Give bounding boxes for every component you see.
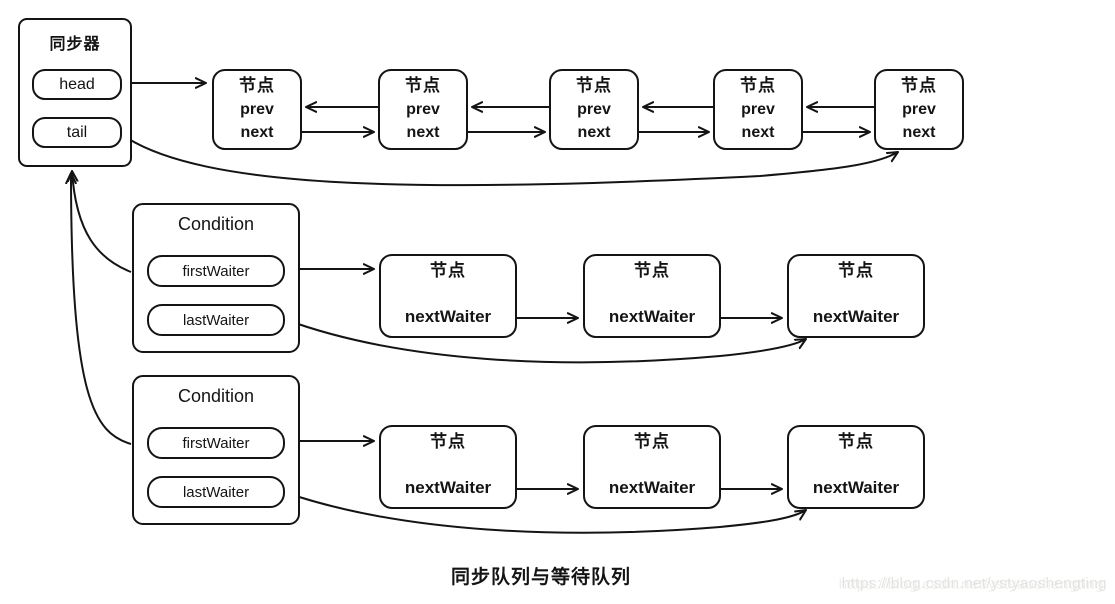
nextwaiter-field: nextWaiter bbox=[608, 307, 696, 326]
synchronizer-box: 同步器 head tail bbox=[18, 18, 132, 167]
next-field: next bbox=[577, 124, 611, 141]
prev-field: prev bbox=[577, 101, 611, 118]
synchronizer-title: 同步器 bbox=[49, 36, 101, 53]
wait-node-r1-2: 节点 nextWaiter bbox=[583, 254, 721, 338]
node-title: 节点 bbox=[634, 432, 670, 451]
next-field: next bbox=[240, 124, 274, 141]
watermark-url: https://blog.csdn.net/ystyaoshengting bbox=[841, 575, 1107, 592]
condition-box-1: Condition firstWaiter lastWaiter bbox=[132, 203, 300, 353]
node-title: 节点 bbox=[430, 261, 466, 280]
prev-field: prev bbox=[902, 101, 936, 118]
diagram-caption: 同步队列与等待队列 bbox=[450, 567, 631, 588]
lastwaiter-field: lastWaiter bbox=[147, 476, 285, 508]
condition2-to-synchronizer-curve bbox=[71, 173, 132, 445]
lastwaiter-field: lastWaiter bbox=[147, 304, 285, 336]
prev-field: prev bbox=[741, 101, 775, 118]
node-title: 节点 bbox=[740, 76, 776, 95]
wait-node-r2-2: 节点 nextWaiter bbox=[583, 425, 721, 509]
nextwaiter-field: nextWaiter bbox=[812, 307, 900, 326]
nextwaiter-field: nextWaiter bbox=[404, 478, 492, 497]
node-title: 节点 bbox=[838, 261, 874, 280]
head-field: head bbox=[32, 69, 122, 100]
node-title: 节点 bbox=[838, 432, 874, 451]
firstwaiter-field: firstWaiter bbox=[147, 255, 285, 287]
wait-node-r2-3: 节点 nextWaiter bbox=[787, 425, 925, 509]
nextwaiter-field: nextWaiter bbox=[812, 478, 900, 497]
lastwaiter1-curve bbox=[283, 318, 806, 364]
node-title: 节点 bbox=[405, 76, 441, 95]
nextwaiter-field: nextWaiter bbox=[404, 307, 492, 326]
sync-node-1: 节点 prev next bbox=[212, 69, 302, 150]
node-title: 节点 bbox=[576, 76, 612, 95]
condition-box-2: Condition firstWaiter lastWaiter bbox=[132, 375, 300, 525]
nextwaiter-field: nextWaiter bbox=[608, 478, 696, 497]
condition-title: Condition bbox=[177, 214, 255, 234]
prev-field: prev bbox=[406, 101, 440, 118]
condition-title: Condition bbox=[177, 386, 255, 406]
tail-field: tail bbox=[32, 117, 122, 148]
lastwaiter2-curve bbox=[283, 491, 806, 534]
next-field: next bbox=[741, 124, 775, 141]
node-title: 节点 bbox=[901, 76, 937, 95]
wait-node-r2-1: 节点 nextWaiter bbox=[379, 425, 517, 509]
wait-node-r1-1: 节点 nextWaiter bbox=[379, 254, 517, 338]
node-title: 节点 bbox=[430, 432, 466, 451]
next-field: next bbox=[902, 124, 936, 141]
firstwaiter-field: firstWaiter bbox=[147, 427, 285, 459]
wait-node-r1-3: 节点 nextWaiter bbox=[787, 254, 925, 338]
next-field: next bbox=[406, 124, 440, 141]
sync-node-3: 节点 prev next bbox=[549, 69, 639, 150]
node-title: 节点 bbox=[239, 76, 275, 95]
sync-node-2: 节点 prev next bbox=[378, 69, 468, 150]
prev-field: prev bbox=[240, 101, 274, 118]
sync-node-4: 节点 prev next bbox=[713, 69, 803, 150]
node-title: 节点 bbox=[634, 261, 670, 280]
condition1-to-synchronizer-curve bbox=[72, 171, 132, 273]
sync-node-5: 节点 prev next bbox=[874, 69, 964, 150]
